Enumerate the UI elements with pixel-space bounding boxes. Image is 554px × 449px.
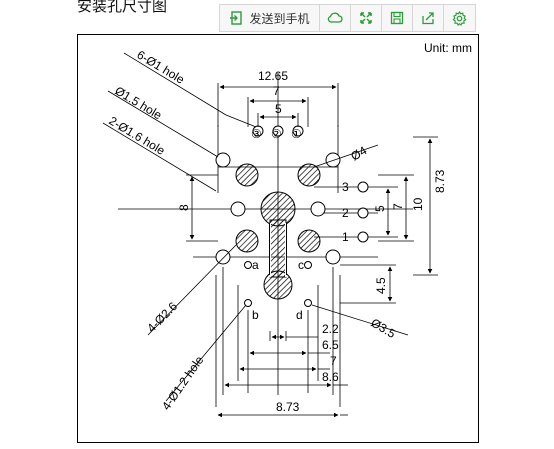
share-button[interactable] (413, 5, 444, 31)
settings-button[interactable] (444, 5, 475, 31)
pin-1-top: ① (291, 127, 302, 141)
pin-3-top: ③ (251, 127, 262, 141)
toolbar: 发送到手机 (219, 4, 476, 32)
share-icon (421, 11, 435, 25)
callout-4-d2-6: 4-Ø2.6 (144, 299, 180, 335)
technical-drawing: 12.65 7 5 ③ ② ① 3 2 1 a b c d 8.73 5 7 1… (102, 48, 447, 418)
callout-6-d1-hole: 6-Ø1 hole (134, 48, 187, 87)
leader-lines (102, 52, 409, 402)
settings-icon (452, 10, 467, 26)
pad-holes (235, 163, 321, 253)
letter-b: b (252, 308, 259, 322)
cloud-icon (327, 11, 343, 25)
dim-12-65: 12.65 (258, 69, 288, 83)
callout-4-d1-2-hole: 4-Ø1.2 hole (159, 353, 207, 413)
dim-5-right: 5 (373, 205, 387, 212)
callout-2-d1-6-hole: 2-Ø1.6 hole (106, 114, 167, 158)
callout-d4: Ø4 (348, 143, 369, 163)
dim-6-5: 6.5 (322, 338, 339, 352)
send-to-phone-button[interactable]: 发送到手机 (220, 5, 320, 31)
letter-d: d (296, 308, 303, 322)
fullscreen-icon (359, 11, 373, 25)
dim-8-73-right: 8.73 (433, 169, 447, 193)
dim-5-top: 5 (275, 102, 282, 116)
save-button[interactable] (382, 5, 413, 31)
dim-7-top: 7 (273, 84, 280, 98)
dim-8-6: 8.6 (322, 370, 339, 384)
letter-c: c (298, 258, 304, 272)
send-to-phone-icon (229, 11, 243, 25)
dim-10-right: 10 (411, 197, 425, 211)
dim-4-5: 4.5 (374, 277, 388, 294)
pin-2-top: ② (271, 127, 282, 141)
dim-8-left: 8 (177, 204, 191, 211)
dim-7-right: 7 (391, 203, 405, 210)
small-holes (215, 125, 369, 307)
unit-label: Unit: mm (424, 41, 472, 55)
dimension-lines (186, 83, 438, 418)
hatched-slot (260, 191, 296, 300)
page-title: 安装孔尺寸图 (77, 0, 168, 15)
dim-8-73-bottom: 8.73 (276, 400, 300, 414)
mounting-hole-drawing: Unit: mm (77, 34, 479, 443)
pin-1-right: 1 (342, 230, 349, 244)
save-icon (390, 11, 404, 25)
center-lines (118, 73, 413, 395)
letter-a: a (252, 258, 259, 272)
pin-2-right: 2 (342, 206, 349, 220)
dim-7-bottom: 7 (330, 354, 337, 368)
fullscreen-button[interactable] (351, 5, 382, 31)
pin-3-right: 3 (342, 180, 349, 194)
callout-d3-5: Ø3.5 (368, 316, 398, 342)
cloud-button[interactable] (320, 5, 351, 31)
send-to-phone-label: 发送到手机 (249, 11, 310, 26)
dim-2-2: 2.2 (322, 322, 339, 336)
